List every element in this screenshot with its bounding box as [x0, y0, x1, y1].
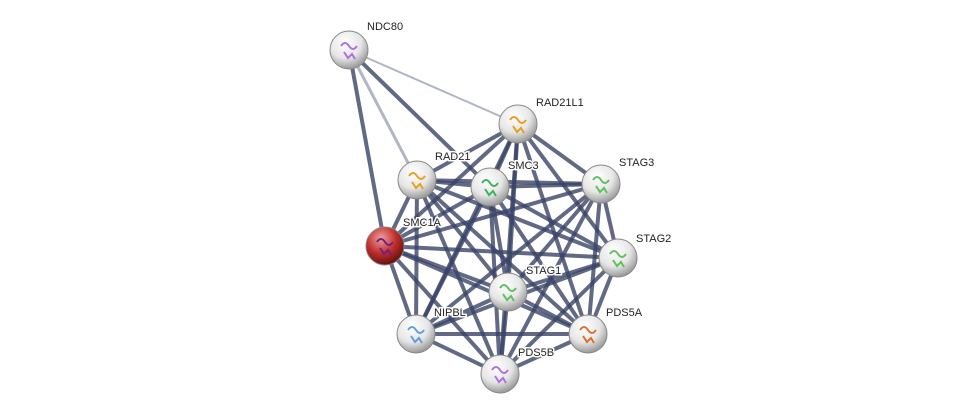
protein-structure-icon: [609, 250, 627, 268]
node-label: STAG3: [619, 157, 654, 169]
edge-smc3-smc1a[interactable]: [384, 185, 491, 248]
edge-smc1a-pds5b[interactable]: [383, 244, 502, 376]
node-bubble[interactable]: [488, 272, 528, 312]
node-label: STAG2: [636, 233, 671, 245]
edge-ndc80-smc1a[interactable]: [347, 49, 387, 247]
protein-structure-icon: [579, 326, 597, 344]
node-label: SMC1A: [403, 217, 442, 229]
protein-structure-icon: [481, 179, 499, 197]
edge-stag3-pds5a[interactable]: [586, 183, 603, 335]
edge-ndc80-rad21l1[interactable]: [348, 49, 519, 125]
node-bubble[interactable]: [470, 167, 510, 207]
protein-structure-icon: [376, 238, 394, 256]
node-bubble[interactable]: [396, 314, 436, 354]
node-smc1a[interactable]: SMC1A: [365, 216, 443, 266]
edge-rad21-stag2[interactable]: [416, 178, 619, 260]
node-bubble[interactable]: [329, 30, 369, 70]
node-label: STAG1: [526, 265, 561, 277]
protein-structure-icon: [499, 284, 517, 302]
node-bubble[interactable]: [498, 104, 538, 144]
protein-structure-icon: [407, 326, 425, 344]
edge-smc1a-stag2[interactable]: [384, 244, 619, 260]
protein-structure-icon: [592, 176, 610, 194]
node-pds5a[interactable]: PDS5A: [568, 306, 644, 354]
node-label: PDS5A: [606, 307, 643, 319]
node-nipbl[interactable]: NIPBL: [396, 306, 467, 354]
edge-stag3-smc1a[interactable]: [384, 182, 602, 248]
node-bubble[interactable]: [598, 238, 638, 278]
node-rad21l1[interactable]: RAD21L1: [498, 96, 585, 144]
edge-ndc80-rad21[interactable]: [347, 49, 419, 181]
node-label: RAD21L1: [536, 97, 584, 109]
node-label: RAD21: [435, 151, 470, 163]
edge-stag3-nipbl[interactable]: [414, 182, 603, 336]
node-label: SMC3: [508, 160, 539, 172]
node-label: NIPBL: [434, 307, 466, 319]
protein-structure-icon: [491, 366, 509, 384]
edge-ndc80-smc3[interactable]: [347, 48, 492, 189]
edge-stag3-stag1[interactable]: [506, 182, 603, 294]
node-stag1[interactable]: STAG1: [488, 264, 563, 312]
node-label: NDC80: [367, 21, 403, 33]
protein-structure-icon: [408, 172, 426, 190]
node-smc3[interactable]: SMC3: [470, 159, 540, 207]
edge-rad21l1-stag2[interactable]: [516, 122, 620, 260]
node-bubble[interactable]: [365, 226, 405, 266]
node-bubble[interactable]: [581, 164, 621, 204]
node-pds5b[interactable]: PDS5B: [480, 346, 556, 394]
node-bubble[interactable]: [397, 160, 437, 200]
node-bubble[interactable]: [480, 354, 520, 394]
node-label: PDS5B: [518, 347, 554, 359]
node-rad21[interactable]: RAD21: [397, 150, 472, 200]
protein-structure-icon: [340, 42, 358, 60]
node-stag2[interactable]: STAG2: [598, 232, 673, 278]
edge-stag2-pds5b[interactable]: [498, 256, 620, 376]
node-bubble[interactable]: [568, 314, 608, 354]
protein-structure-icon: [509, 116, 527, 134]
edge-smc3-nipbl[interactable]: [414, 186, 492, 335]
node-stag3[interactable]: STAG3: [581, 156, 656, 204]
node-ndc80[interactable]: NDC80: [329, 20, 405, 70]
